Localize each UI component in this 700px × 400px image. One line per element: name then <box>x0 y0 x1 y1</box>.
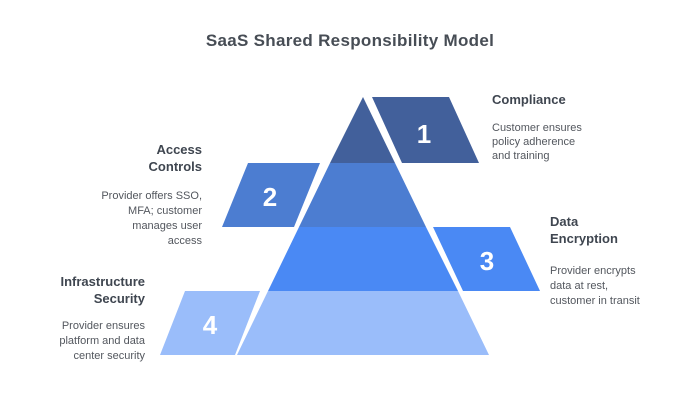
level-2-name: Access Controls <box>148 142 202 174</box>
level-2-tab <box>222 163 320 227</box>
level-3-tab <box>433 227 540 291</box>
pyramid-band-4 <box>237 291 489 355</box>
level-1-description: Customer ensures policy adherence and tr… <box>492 122 582 162</box>
level-4-description: Provider ensures platform and data cente… <box>59 320 145 362</box>
level-1-tab <box>372 97 479 163</box>
level-3-number: 3 <box>480 246 494 276</box>
level-3-label: Data Encryption Provider encrypts data a… <box>550 213 680 309</box>
level-1-label: Compliance Customer ensures policy adher… <box>492 91 622 163</box>
level-2-number: 2 <box>263 182 277 212</box>
level-2-label: Access Controls Provider offers SSO, MFA… <box>90 141 202 249</box>
level-3-description: Provider encrypts data at rest, customer… <box>550 265 640 307</box>
level-1-number: 1 <box>417 119 431 149</box>
level-4-number: 4 <box>203 310 218 340</box>
level-4-tab <box>160 291 260 355</box>
level-2-description: Provider offers SSO, MFA; customer manag… <box>101 190 202 247</box>
level-4-name: Infrastructure Security <box>60 274 145 306</box>
pyramid-band-1 <box>330 97 395 163</box>
level-3-name: Data Encryption <box>550 214 618 246</box>
page-title: SaaS Shared Responsibility Model <box>205 31 495 50</box>
pyramid-band-3 <box>268 227 458 291</box>
level-1-name: Compliance <box>492 92 566 107</box>
pyramid-band-2 <box>299 163 426 227</box>
level-4-label: Infrastructure Security Provider ensures… <box>33 273 145 364</box>
